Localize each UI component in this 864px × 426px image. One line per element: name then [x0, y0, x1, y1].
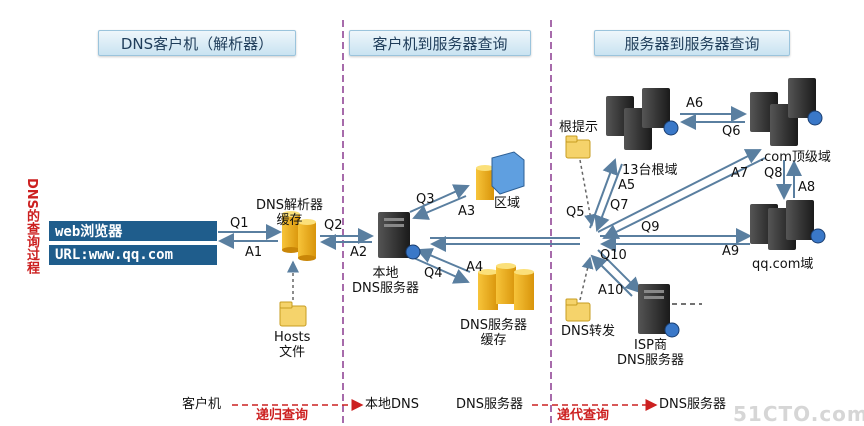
arrow-a4 [416, 248, 471, 273]
edge-label-q8: Q8 [764, 166, 783, 181]
side-title: DNS的查询过程 [24, 178, 39, 275]
edge-label-q2: Q2 [324, 218, 343, 233]
watermark: 51CTO.com [733, 402, 864, 426]
arrow-a3 [412, 195, 467, 220]
footer-recursive: 递归查询 [256, 408, 309, 423]
edge-label-a7: A7 [731, 166, 749, 181]
arrow-forward [579, 256, 594, 301]
header-client-to-server: 客户机到服务器查询 [349, 30, 531, 56]
edge-label-a3: A3 [458, 204, 476, 219]
web-browser-label: web浏览器 [49, 221, 217, 241]
footer-client: 客户机 [182, 397, 222, 412]
root-servers-icon [606, 88, 679, 150]
edge-label-q4: Q4 [424, 266, 443, 281]
footer-iterative: 递代查询 [557, 408, 610, 423]
url-label: URL:www.qq.com [49, 245, 217, 265]
edge-label-q6: Q6 [722, 124, 741, 139]
arrow-root-hint [579, 159, 596, 227]
edge-label-q1: Q1 [230, 216, 249, 231]
footer-local-dns: 本地DNS [365, 397, 419, 412]
root-hint-folder-icon [565, 135, 591, 159]
header-client: DNS客户机（解析器） [98, 30, 296, 56]
arrow-q7 [597, 149, 762, 233]
com-servers-icon [750, 78, 823, 146]
arrow-a10 [590, 254, 633, 297]
arrow-a5 [594, 163, 623, 232]
local-dns-server-icon [378, 212, 421, 260]
edge-label-a4: A4 [466, 260, 484, 275]
edge-label-a9: A9 [722, 244, 740, 259]
footer-dns-server-2: DNS服务器 [659, 397, 726, 412]
resolver-cache-label: DNS解析器缓存 [256, 198, 323, 228]
com-tld-label: .com顶级域 [760, 150, 831, 165]
qq-domain-label: qq.com域 [752, 257, 814, 272]
zone-icon [476, 151, 525, 200]
edge-label-q3: Q3 [416, 192, 435, 207]
dns-cache-label: DNS服务器缓存 [460, 318, 527, 348]
edge-label-q5: Q5 [566, 205, 585, 220]
zone-label: 区域 [494, 196, 521, 211]
forward-folder-icon [565, 298, 591, 322]
edge-label-a2: A2 [350, 245, 368, 260]
edge-label-a5: A5 [618, 178, 636, 193]
root-13-label: 13台根域 [622, 163, 678, 178]
header-server-to-server: 服务器到服务器查询 [594, 30, 790, 56]
edge-label-q7: Q7 [610, 198, 629, 213]
edge-label-a8: A8 [798, 180, 816, 195]
resolver-cache-icon [282, 211, 316, 261]
arrow-a7 [602, 157, 766, 239]
dns-cache-icon [478, 263, 534, 310]
qq-servers-icon [750, 200, 826, 250]
edge-label-q9: Q9 [641, 220, 660, 235]
footer-dns-server: DNS服务器 [456, 397, 523, 412]
edge-label-a6: A6 [686, 96, 704, 111]
edge-label-q10: Q10 [600, 248, 627, 263]
dns-forward-label: DNS转发 [561, 324, 615, 339]
root-hint-label: 根提示 [559, 120, 599, 135]
isp-server-icon [638, 284, 680, 338]
edge-label-a1: A1 [245, 245, 263, 260]
hosts-folder-icon [279, 301, 307, 327]
edge-label-a10: A10 [598, 283, 624, 298]
